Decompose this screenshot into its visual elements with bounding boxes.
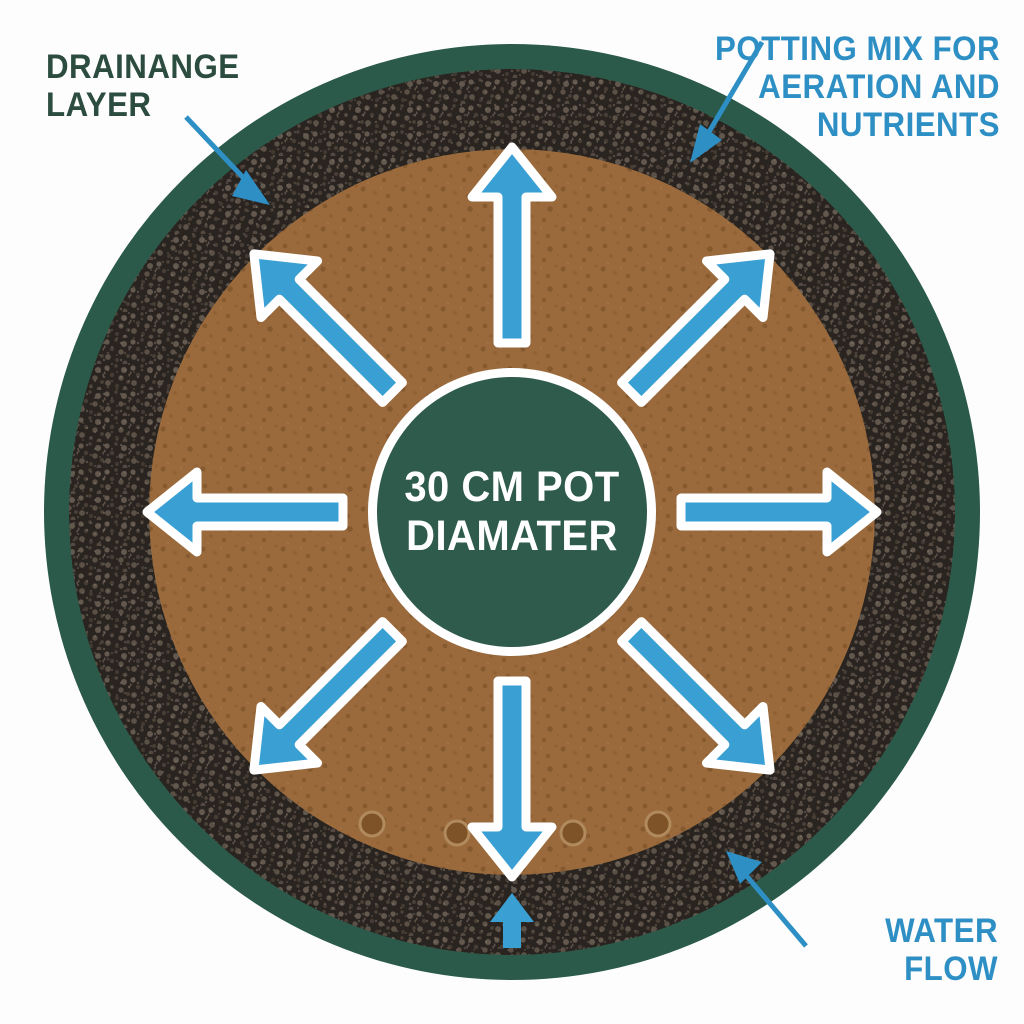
water-flow-arrow-icon: [490, 893, 534, 948]
drainage-leader-line: [184, 115, 270, 205]
center-badge-fill: [377, 377, 647, 647]
label-potting-mix: POTTING MIX FOR AERATION AND NUTRIENTS: [715, 30, 1000, 145]
water-flow-leader-line: [726, 851, 808, 948]
label-drainage-layer: DRAINANGE LAYER: [46, 48, 240, 125]
label-water-flow: WATER FLOW: [885, 911, 998, 988]
potting-mix-leader-line: [690, 40, 765, 163]
drainage-holes: [358, 810, 672, 847]
